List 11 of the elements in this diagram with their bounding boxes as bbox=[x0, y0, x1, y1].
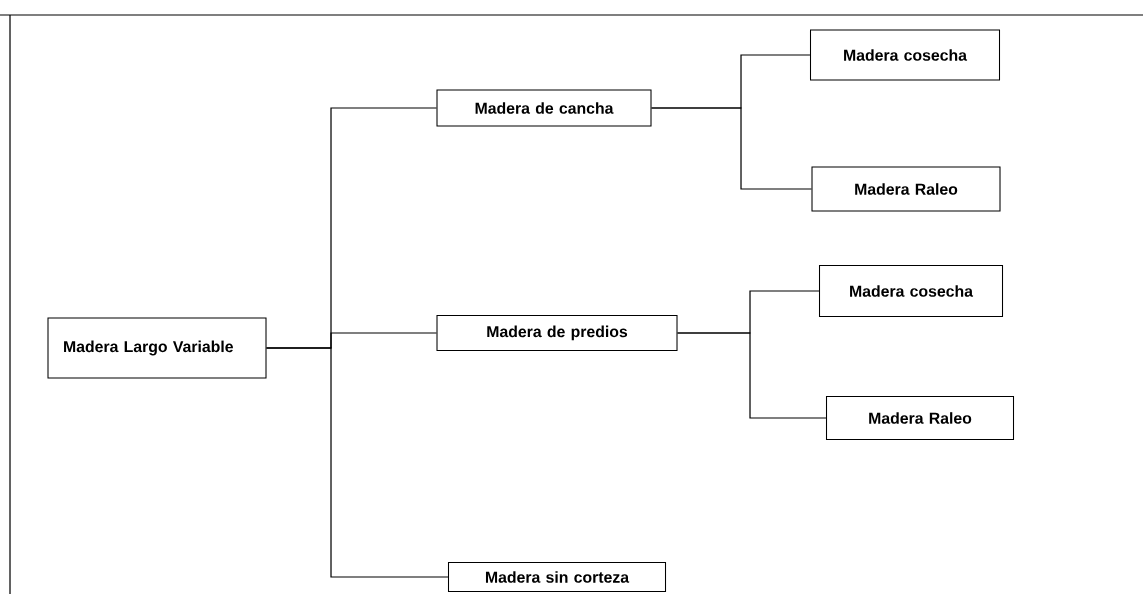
process-box: Madera cosecha bbox=[819, 264, 1004, 318]
process-box: Madera de predios bbox=[436, 314, 678, 352]
process-box: Madera sin corteza bbox=[447, 561, 667, 593]
process-box: Madera cosecha bbox=[809, 29, 1001, 81]
process-box: Madera de cancha bbox=[436, 89, 652, 127]
connector bbox=[676, 332, 827, 419]
process-box: Madera Largo Variable bbox=[47, 317, 267, 379]
connector bbox=[650, 107, 813, 190]
process-box: Madera Raleo bbox=[811, 166, 1001, 212]
connector bbox=[265, 347, 449, 578]
process-box: Madera Raleo bbox=[826, 395, 1015, 441]
